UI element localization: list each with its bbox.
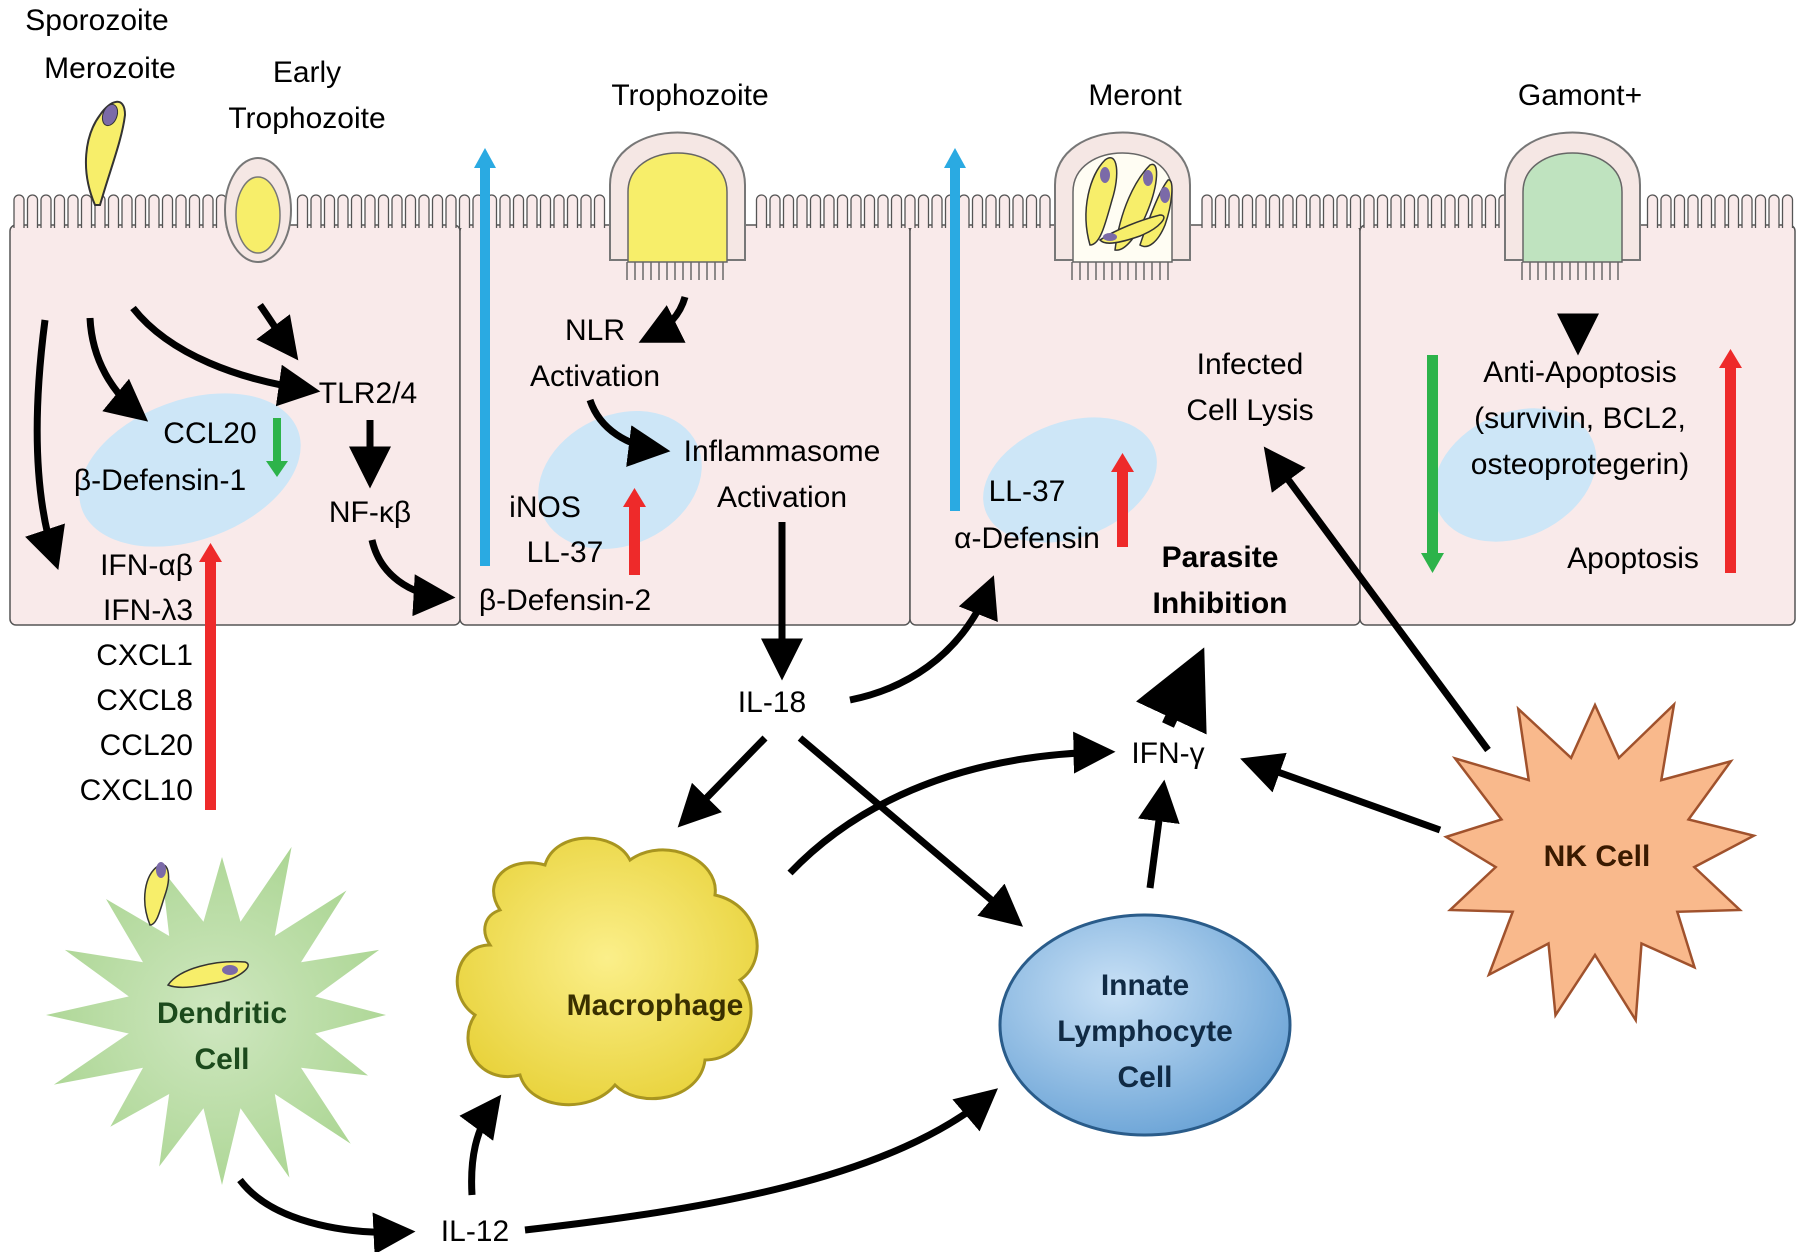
cell1-secreted-list: IFN-αβ IFN-λ3 CXCL1 CXCL8 CCL20 CXCL10 — [80, 549, 193, 807]
inflammasome-activation-label: Activation — [717, 481, 847, 514]
up-arrow-red — [199, 543, 222, 810]
microvilli — [13, 194, 1794, 280]
arrow — [130, 305, 321, 407]
arrow — [1240, 752, 1442, 834]
apoptosis-label: Apoptosis — [1567, 542, 1699, 575]
up-arrow-cyan — [480, 166, 490, 566]
ll37-label: LL-37 — [527, 536, 604, 569]
anti-apoptosis-detail-2: osteoprotegerin) — [1471, 448, 1689, 481]
cell-lysis-label: Cell Lysis — [1186, 394, 1313, 427]
stage-early-trophozoite: Trophozoite — [228, 102, 385, 135]
gamont-icon — [1504, 131, 1641, 263]
nlr-label: NLR — [565, 314, 625, 347]
nucleus-4 — [1433, 408, 1597, 542]
up-arrow-cyan — [950, 166, 960, 511]
inos-label: iNOS — [509, 491, 581, 524]
il12-label: IL-12 — [441, 1215, 509, 1248]
list-item: IFN-λ3 — [103, 594, 193, 627]
arrow — [849, 575, 998, 704]
b-defensin-1-label: β-Defensin-1 — [74, 464, 246, 497]
ccl20-label: CCL20 — [163, 417, 256, 450]
stage-trophozoite: Trophozoite — [611, 79, 768, 112]
arrow — [237, 1177, 416, 1252]
ifng-label: IFN-γ — [1131, 737, 1204, 770]
list-item: CXCL10 — [80, 774, 193, 807]
list-item: IFN-αβ — [100, 549, 193, 582]
nk-cell-icon — [1443, 700, 1758, 1024]
dendritic-label: Dendritic — [157, 997, 287, 1030]
infected-label: Infected — [1197, 348, 1304, 381]
tlr-label: TLR2/4 — [319, 377, 417, 410]
nk-cell-label: NK Cell — [1544, 840, 1651, 873]
up-arrow-red — [623, 488, 646, 575]
inhibition-label: Inhibition — [1153, 587, 1288, 620]
arrow — [256, 302, 299, 361]
il18-label: IL-18 — [738, 686, 806, 719]
ll37-label-cell3: LL-37 — [989, 475, 1066, 508]
arrow — [524, 1088, 999, 1234]
arrow — [1263, 446, 1491, 753]
arrow — [638, 295, 689, 343]
stage-meront: Meront — [1088, 79, 1182, 112]
innate-lymphocyte-cell-icon — [998, 913, 1292, 1137]
arrow — [86, 317, 149, 422]
anti-apoptosis-label: Anti-Apoptosis — [1483, 356, 1676, 389]
ilc-label-2: Lymphocyte — [1057, 1015, 1233, 1048]
arrow — [368, 539, 456, 617]
arrow — [1138, 779, 1180, 889]
early-trophozoite-icon — [224, 157, 292, 263]
trophozoite-icon — [609, 131, 746, 263]
macrophage-icon — [455, 836, 759, 1107]
inflammasome-label: Inflammasome — [684, 435, 881, 468]
arrow — [459, 1094, 502, 1196]
list-item: CXCL8 — [96, 684, 193, 717]
meront-icon — [1054, 131, 1191, 263]
list-item: CXCL1 — [96, 639, 193, 672]
dendritic-cell-icon — [46, 846, 386, 1185]
arrow — [787, 731, 1116, 876]
stage-merozoite: Merozoite — [44, 52, 176, 85]
up-arrow-cyan-head — [944, 148, 966, 168]
macrophage-label: Macrophage — [567, 989, 744, 1022]
sporozoite-icon — [84, 100, 127, 206]
a-defensin-label: α-Defensin — [954, 522, 1100, 555]
nfkb-label: NF-κβ — [329, 496, 411, 529]
arrow-thick — [1135, 647, 1207, 735]
anti-apoptosis-detail-1: (survivin, BCL2, — [1474, 402, 1686, 435]
nucleus-1 — [79, 393, 301, 547]
b-defensin-2-label: β-Defensin-2 — [479, 584, 651, 617]
ilc-label-3: Cell — [1117, 1061, 1172, 1094]
down-arrow-green — [1421, 355, 1444, 573]
dendritic-cell-label: Cell — [194, 1043, 249, 1076]
up-arrow-cyan-head — [474, 148, 496, 168]
stage-sporozoite: Sporozoite — [25, 4, 168, 37]
up-arrow-red — [1719, 349, 1742, 573]
nlr-activation-label: Activation — [530, 360, 660, 393]
up-arrow-red — [1111, 453, 1134, 547]
arrow — [797, 735, 1024, 927]
arrow — [25, 319, 65, 570]
stage-gamont: Gamont+ — [1518, 79, 1642, 112]
parasite-label: Parasite — [1162, 541, 1279, 574]
stage-early: Early — [273, 56, 341, 89]
down-arrow-green — [266, 418, 288, 477]
nucleus-3 — [983, 417, 1157, 543]
arrow — [586, 398, 671, 467]
ilc-label-1: Innate — [1101, 969, 1189, 1002]
list-item: CCL20 — [100, 729, 193, 762]
arrow — [677, 735, 768, 828]
